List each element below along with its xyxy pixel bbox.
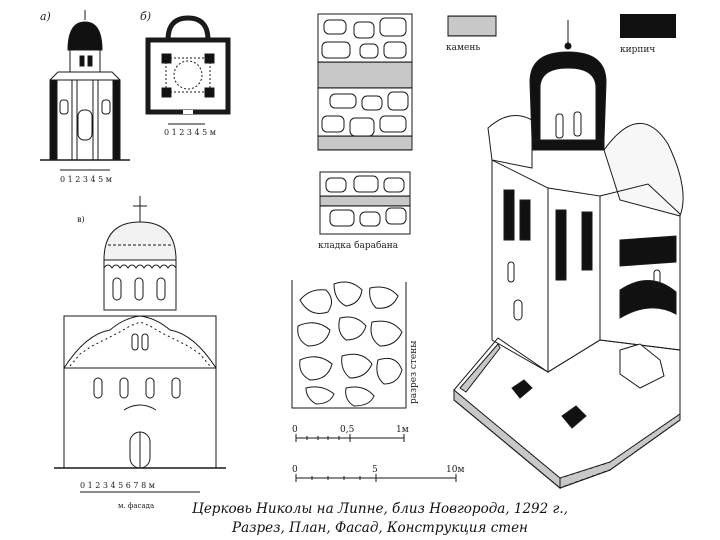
facade-drawing bbox=[54, 196, 226, 493]
legend-stone-label: камень bbox=[446, 43, 480, 53]
scale-large-five: 5 bbox=[372, 465, 378, 475]
masonry-scale-large bbox=[295, 474, 457, 482]
scale-small-zero: 0 bbox=[292, 425, 298, 435]
facade-label: в) bbox=[77, 215, 85, 224]
drum-caption: кладка барабана bbox=[318, 240, 399, 251]
caption-line-2: Разрез, План, Фасад, Конструкция стен bbox=[232, 520, 528, 536]
facade-scale-note: м. фасада bbox=[118, 502, 154, 510]
section-drawing bbox=[40, 10, 130, 171]
masonry-block-top bbox=[317, 13, 413, 151]
masonry-wall-section bbox=[291, 280, 407, 409]
facade-scale-label: 0 1 2 3 4 5 6 7 8 м bbox=[80, 481, 155, 490]
plan-label: б) bbox=[140, 10, 151, 23]
caption-line-1: Церковь Николы на Липне, близ Новгорода,… bbox=[192, 501, 568, 517]
section-scale-label: 0 1 2 3 4 5 м bbox=[60, 175, 112, 184]
masonry-scale-small bbox=[295, 434, 405, 442]
legend-brick-label: кирпич bbox=[620, 45, 655, 55]
scale-small-half: 0,5 bbox=[340, 425, 355, 435]
masonry-drum-block bbox=[319, 171, 411, 235]
wall-caption: разрез стены bbox=[409, 341, 419, 404]
axonometric-cutaway bbox=[453, 20, 684, 490]
plan-scale-label: 0 1 2 3 4 5 м bbox=[164, 128, 216, 137]
legend-brick-swatch bbox=[620, 14, 676, 38]
plan-drawing bbox=[145, 15, 231, 125]
section-label: а) bbox=[40, 10, 51, 23]
scale-large-ten: 10м bbox=[446, 465, 464, 475]
scale-large-zero: 0 bbox=[292, 465, 298, 475]
legend-stone-swatch bbox=[447, 15, 497, 37]
scale-small-one: 1м bbox=[396, 425, 409, 435]
